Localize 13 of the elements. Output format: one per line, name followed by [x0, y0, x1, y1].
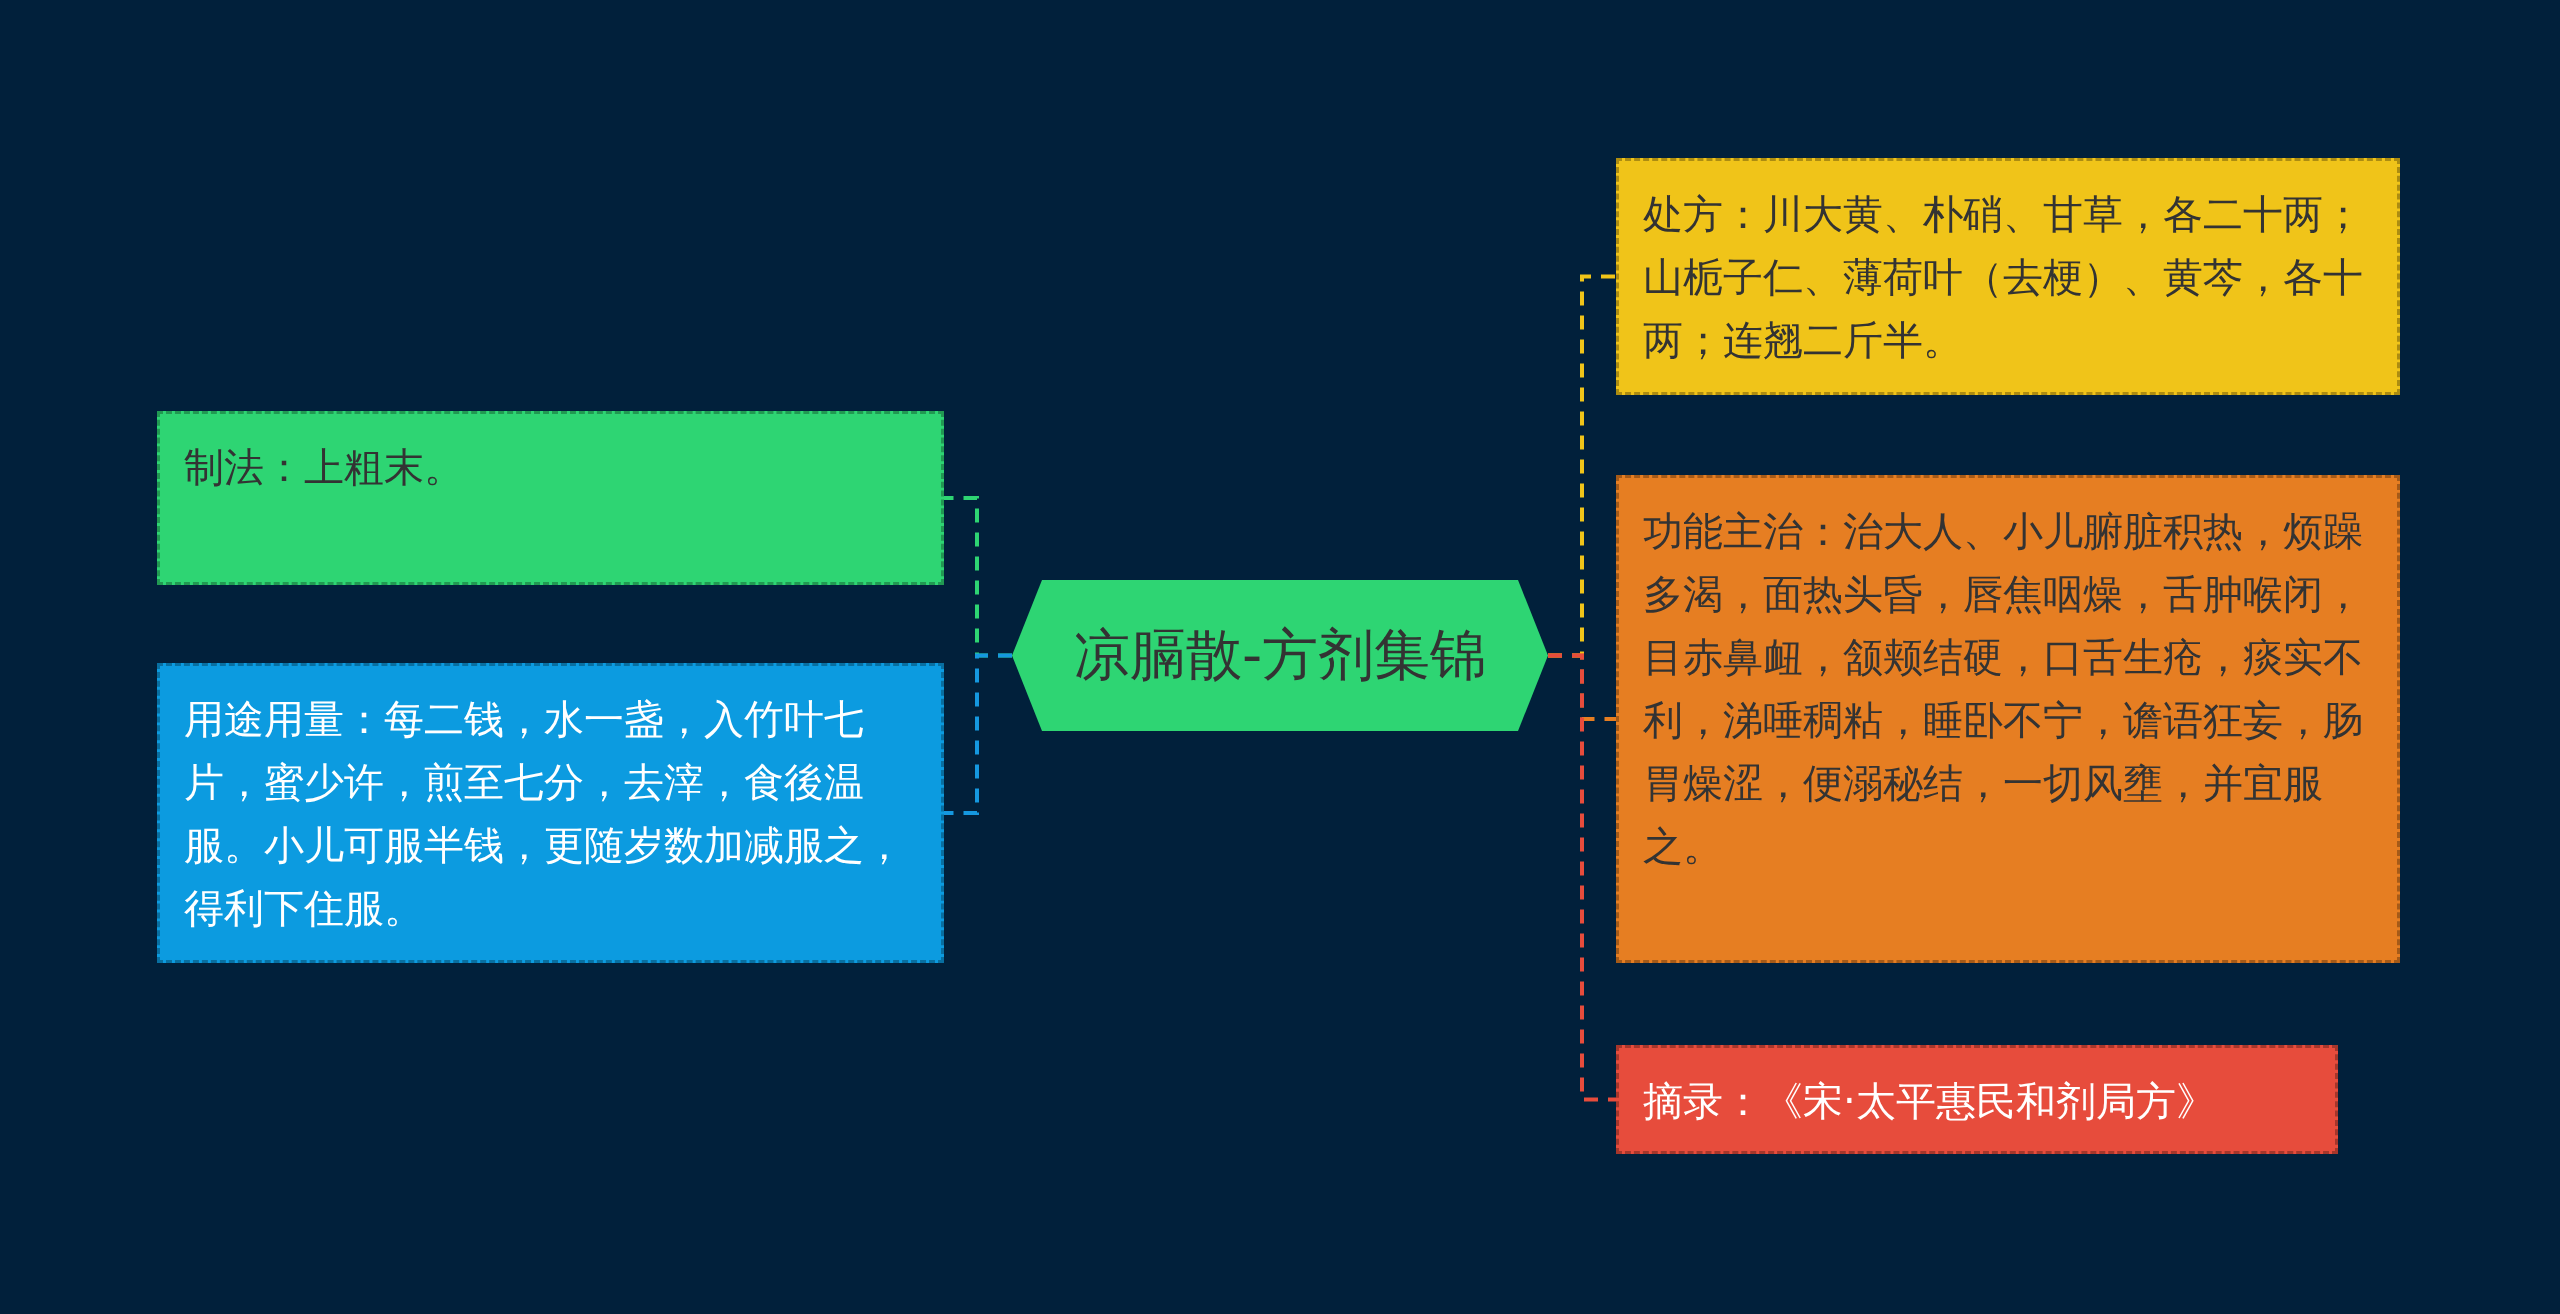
topic-box [157, 663, 944, 963]
topic-text: 摘录：《宋·太平惠民和剂局方》 [1643, 1077, 2217, 1126]
topic-box [1616, 1045, 2338, 1154]
topic-box [1616, 158, 2400, 395]
topic-text: 处方：川大黄、朴硝、甘草，各二十两；山栀子仁、薄荷叶（去梗）、黄芩，各十两；连翘二斤半。 [1643, 190, 2364, 365]
topic-box [1616, 475, 2400, 963]
topic-text: 制法：上粗末。 [184, 443, 465, 492]
connector-line [944, 653, 1012, 815]
connector-line [1548, 653, 1616, 1102]
central-topic-text: 凉膈散-方剂集锦 [1073, 620, 1487, 689]
topic-text: 用途用量：每二钱，水一盏，入竹叶七片，蜜少许，煎至七分，去滓，食後温服。小儿可服半钱，更随岁数加减服之，得利下住服。 [184, 695, 905, 933]
topic-text: 功能主治：治大人、小儿腑脏积热，烦躁多渴，面热头昏，唇焦咽燥，舌肿喉闭，目赤鼻衄，颔颊结硬，口舌生疮，痰实不利，涕唾稠粘，睡卧不宁，谵语狂妄，肠胃燥涩，便溺秘结，一切风壅，并宜服之。 [1643, 507, 2364, 871]
topic-box [157, 411, 944, 585]
